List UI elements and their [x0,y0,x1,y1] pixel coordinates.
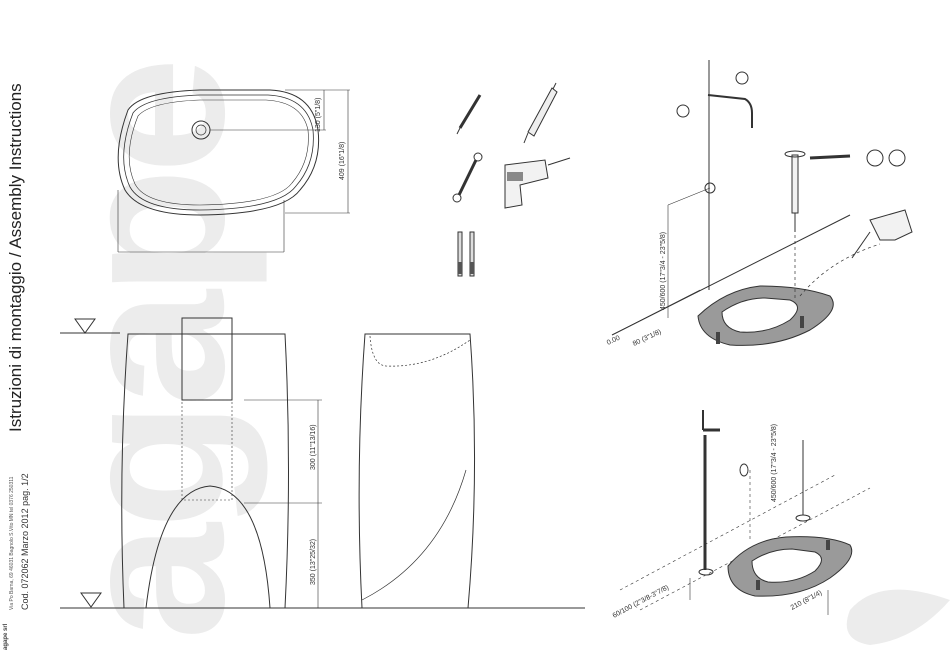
dim-height-label-floor: 450/600 (17"3/4 - 23"5/8) [771,424,778,502]
floor-marker-icon [80,592,102,608]
drill-icon [504,157,571,209]
dim-depth-label: 409 (16"1/8) [339,142,346,180]
silicone-tube-icon [523,82,558,144]
basin-top-view [117,89,350,253]
wall-mount-view [611,60,913,346]
pencil-icon [456,94,482,135]
dim-lower-label: 350 (13"25/32) [310,539,317,585]
dim-drain-label: 130 (5"1/8) [315,98,322,132]
dim-height-label: 450/600 (17"3/4 - 23"5/8) [660,232,667,310]
basin-elevation [60,317,585,609]
level-marker-icon [74,318,96,334]
leaf-watermark [846,589,950,645]
dim-upper-label: 300 (11"13/16) [310,424,317,470]
drill-icon-iso [869,209,913,241]
dim-offset-label: 80 (3"1/8) [632,329,663,348]
floor-mount-view [619,410,871,615]
screw-anchors-icon [457,231,475,277]
wrench-icon [452,152,483,203]
dim-floor-label: 0.00 [606,335,621,347]
tools [452,82,571,277]
